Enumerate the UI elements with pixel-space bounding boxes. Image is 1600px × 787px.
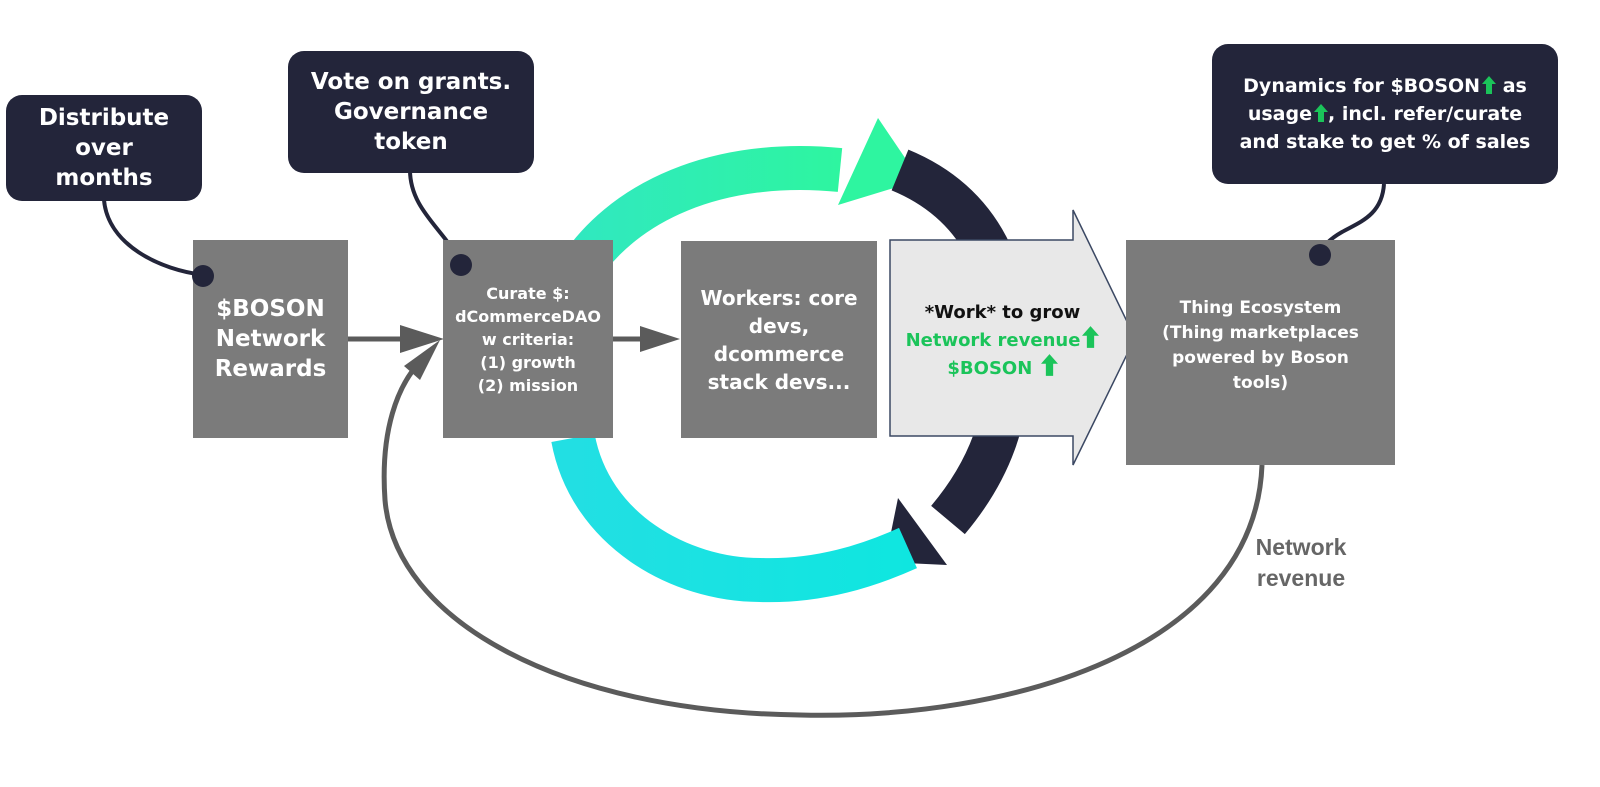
workers-line-3: dcommerce bbox=[713, 341, 845, 366]
rewards-line-1: $BOSON bbox=[216, 296, 325, 322]
curate-to-workers-arrowhead bbox=[640, 326, 680, 352]
dynamics-line-2-text: usage bbox=[1247, 103, 1312, 125]
vote-callout: Vote on grants. Governance token bbox=[288, 51, 534, 173]
cycle-arc-cyan bbox=[551, 433, 917, 603]
curate-line-4: (1) growth bbox=[480, 352, 576, 372]
distribute-callout-tail bbox=[102, 199, 205, 277]
work-line-2-text: Network revenue bbox=[905, 330, 1081, 351]
rewards-callout-dot bbox=[192, 265, 214, 287]
green-up-arrow-icon bbox=[1082, 326, 1100, 348]
feedback-arrowhead bbox=[404, 340, 440, 380]
ecosystem-line-3: powered by Boson bbox=[1172, 348, 1349, 368]
dynamics-line-3: and stake to get % of sales bbox=[1239, 131, 1531, 153]
green-up-arrow-icon bbox=[1482, 76, 1497, 94]
curate-line-2: dCommerceDAO bbox=[455, 306, 601, 326]
dynamics-line-1-text: Dynamics for $BOSON bbox=[1243, 75, 1481, 97]
green-up-arrow-icon bbox=[1314, 104, 1328, 122]
dynamics-line-1-end: as bbox=[1502, 75, 1527, 97]
curate-line-1: Curate $: bbox=[486, 283, 570, 303]
ecosystem-box: Thing Ecosystem (Thing marketplaces powe… bbox=[1126, 240, 1395, 465]
network-revenue-line-1: Network bbox=[1255, 534, 1347, 560]
ecosystem-line-2: (Thing marketplaces bbox=[1162, 323, 1359, 343]
network-revenue-line-2: revenue bbox=[1256, 565, 1346, 591]
work-block-arrow bbox=[889, 209, 1136, 466]
workers-line-1: Workers: core bbox=[700, 285, 858, 310]
vote-line-1: Vote on grants. bbox=[310, 69, 512, 95]
dynamics-line-2: usage , incl. refer/curate bbox=[1248, 100, 1522, 128]
work-line-2: Network revenue bbox=[890, 326, 1115, 354]
rewards-line-2: Network bbox=[215, 326, 326, 352]
workers-line-4: stack devs... bbox=[707, 369, 851, 394]
rewards-to-curate-arrowhead bbox=[400, 325, 444, 353]
dynamics-line-2-end: , incl. refer/curate bbox=[1328, 103, 1523, 125]
distribute-callout: Distribute over months bbox=[6, 95, 202, 201]
distribute-line-2: over bbox=[75, 135, 133, 161]
ecosystem-line-4: tools) bbox=[1232, 373, 1289, 393]
green-up-arrow-icon bbox=[1040, 354, 1058, 376]
distribute-line-3: months bbox=[55, 165, 153, 191]
work-arrow-text: *Work* to grow Network revenue $BOSON bbox=[890, 300, 1115, 382]
work-line-3-text: $BOSON bbox=[947, 358, 1033, 379]
dynamics-callout: Dynamics for $BOSON as usage , incl. refe… bbox=[1212, 44, 1558, 184]
rewards-line-3: Rewards bbox=[214, 356, 327, 382]
distribute-line-1: Distribute bbox=[38, 105, 170, 131]
workers-box: Workers: core devs, dcommerce stack devs… bbox=[681, 241, 877, 438]
work-line-1: *Work* to grow bbox=[924, 302, 1081, 323]
feedback-loop-line bbox=[381, 360, 1265, 718]
rewards-box: $BOSON Network Rewards bbox=[193, 240, 348, 438]
ecosystem-line-1: Thing Ecosystem bbox=[1179, 298, 1342, 318]
vote-line-3: token bbox=[374, 129, 448, 155]
ecosystem-callout-dot bbox=[1309, 244, 1331, 266]
curate-callout-dot bbox=[450, 254, 472, 276]
dynamics-line-1: Dynamics for $BOSON as bbox=[1243, 72, 1527, 100]
curate-line-3: w criteria: bbox=[481, 329, 575, 349]
curate-box: Curate $: dCommerceDAO w criteria: (1) g… bbox=[443, 240, 613, 438]
vote-line-2: Governance bbox=[333, 99, 489, 125]
network-revenue-label: Network revenue bbox=[1236, 532, 1366, 594]
work-line-3: $BOSON bbox=[890, 354, 1115, 382]
workers-line-2: devs, bbox=[748, 313, 810, 338]
curate-line-5: (2) mission bbox=[477, 375, 579, 395]
